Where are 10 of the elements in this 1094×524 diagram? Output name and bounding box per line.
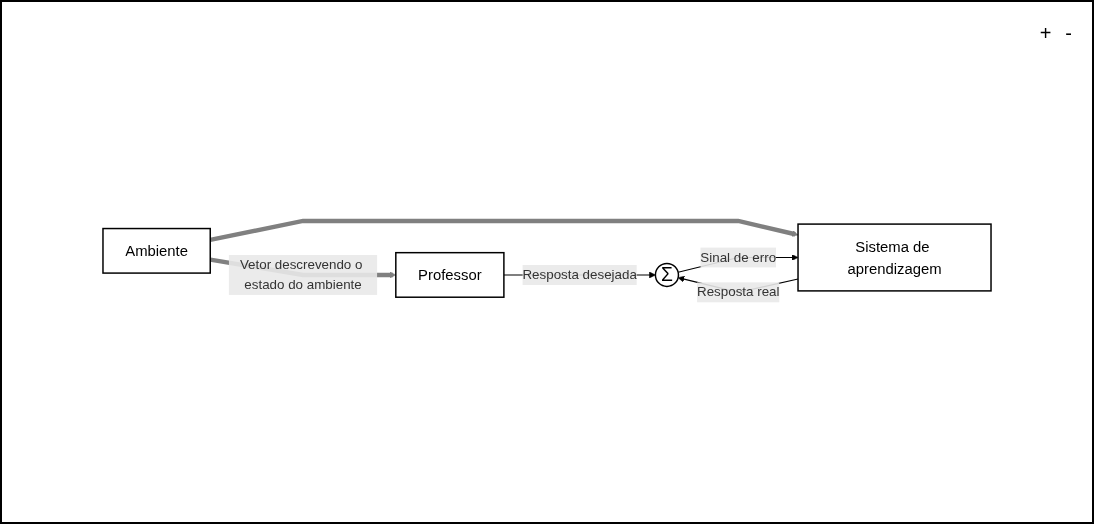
- sign-label: -: [1065, 22, 1072, 45]
- node-box: Professor: [395, 252, 505, 299]
- edge-label: Resposta real: [697, 284, 780, 300]
- node-box: Sistema de aprendizagem: [797, 223, 992, 292]
- node-box: Ambiente: [102, 228, 211, 275]
- edge-label: Sinal de erro: [700, 250, 777, 265]
- edge-label: Resposta desejada: [522, 267, 637, 283]
- sign-label: +: [1039, 22, 1052, 45]
- node-circle: Σ: [654, 263, 680, 288]
- edge-label: Vetor descrevendo o estado do ambiente: [239, 257, 363, 293]
